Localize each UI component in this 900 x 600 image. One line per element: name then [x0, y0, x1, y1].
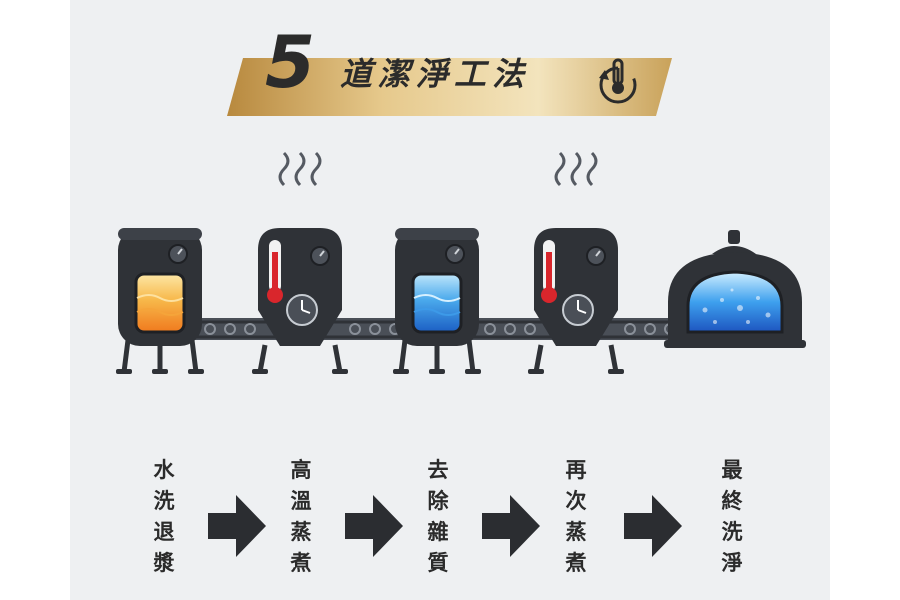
drum-window — [686, 270, 784, 334]
step-label-4: 再 次 蒸 煮 — [565, 458, 587, 575]
thermometer-cycle-icon — [599, 58, 637, 104]
process-illustration — [116, 151, 806, 374]
machine-tank-blue — [393, 228, 481, 374]
step-label-1: 水 洗 退 漿 — [153, 458, 175, 575]
steam-icon — [554, 151, 566, 187]
banner-title: 道潔淨工法 — [340, 55, 531, 93]
arrow-right-icon — [208, 495, 266, 557]
thermometer-icon — [541, 240, 557, 303]
orange-liquid-window — [134, 272, 186, 334]
step-label-5: 最 終 洗 淨 — [721, 458, 743, 575]
machine-steamer-2 — [528, 151, 624, 374]
step-label-3: 去 除 雜 質 — [427, 458, 449, 575]
machine-washing-drum — [664, 230, 806, 348]
banner-ribbon — [227, 58, 672, 116]
clock-gauge-icon — [562, 294, 594, 326]
arrow-right-icon — [345, 495, 403, 557]
machine-tank-orange — [116, 228, 204, 374]
step-label-2: 高 溫 蒸 煮 — [290, 458, 312, 575]
title-banner: 5 道潔淨工法 — [0, 0, 900, 140]
arrow-right-icon — [624, 495, 682, 557]
arrow-right-icon — [482, 495, 540, 557]
steam-icon — [278, 151, 290, 187]
clock-gauge-icon — [286, 294, 318, 326]
thermometer-icon — [267, 240, 283, 303]
blue-liquid-window — [411, 272, 463, 334]
machine-steamer-1 — [252, 151, 348, 374]
banner-number: 5 — [265, 20, 316, 104]
